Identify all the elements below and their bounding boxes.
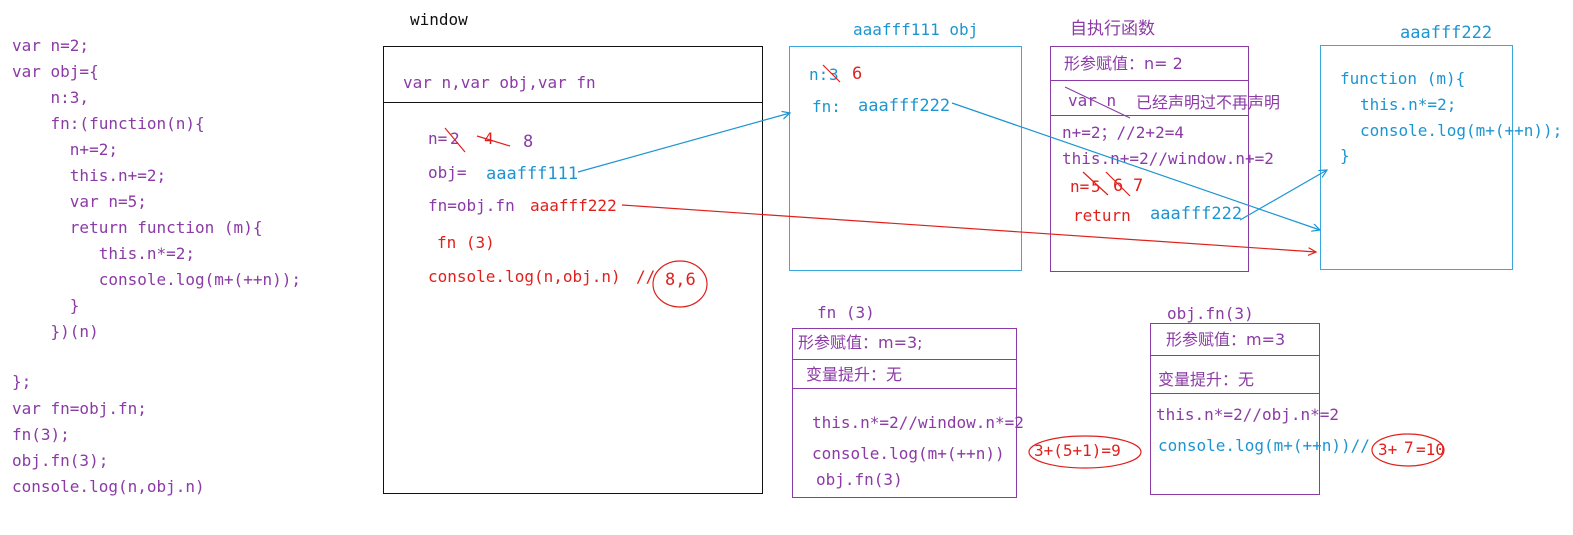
- code-line: n:3,: [12, 88, 90, 107]
- obj-n-label: n:: [809, 65, 829, 84]
- window-obj-label: obj=: [428, 163, 467, 182]
- fn3-line-1: this.n*=2//window.n*=2: [812, 413, 1024, 432]
- fn3-title: fn (3): [817, 303, 875, 322]
- objfn3-line-1: this.n*=2//obj.n*=2: [1156, 405, 1340, 424]
- objfn3-title: obj.fn(3): [1167, 304, 1254, 323]
- window-n-old-2: 2: [450, 129, 460, 148]
- code-line: var n=5;: [12, 192, 147, 211]
- strike-iife-var-n: [1064, 86, 1131, 119]
- objfn3-box: [1150, 323, 1320, 495]
- func-line-1: function (m){: [1340, 69, 1466, 88]
- result-circle-window: [652, 260, 708, 308]
- strike-window-n-2: [444, 127, 466, 153]
- func-line-3: console.log(m+(++n));: [1360, 121, 1563, 140]
- code-line: var obj={: [12, 62, 99, 81]
- obj-n-new: 6: [852, 64, 863, 84]
- code-line: fn(3);: [12, 425, 70, 444]
- code-line: return function (m){: [12, 218, 263, 237]
- iife-hoist: var n: [1068, 91, 1117, 110]
- obj-heap-title: aaafff111 obj: [853, 20, 979, 39]
- window-header-divider: [383, 102, 763, 103]
- objfn3-param: 形参赋值：m=3: [1166, 330, 1286, 349]
- arrow-fn-to-func: [621, 204, 1316, 252]
- obj-fn-value: aaafff222: [858, 96, 951, 116]
- iife-param: 形参赋值：n= 2: [1064, 54, 1183, 73]
- objfn3-divider-1: [1150, 355, 1320, 356]
- objfn3-result-end: =10: [1416, 440, 1445, 459]
- iife-hoist-note: 已经声明过不再声明: [1136, 93, 1281, 112]
- window-declarations: var n,var obj,var fn: [403, 73, 596, 92]
- func-line-2: this.n*=2;: [1360, 95, 1457, 114]
- iife-divider-2: [1050, 115, 1249, 116]
- window-console-log: console.log(n,obj.n): [428, 267, 621, 286]
- code-line: var n=2;: [12, 36, 90, 55]
- fn3-param: 形参赋值：m=3;: [798, 333, 923, 352]
- objfn3-line-2: console.log(m+(++n))//: [1158, 436, 1370, 455]
- func-line-4: }: [1340, 146, 1350, 165]
- objfn3-result-mid: 7: [1404, 438, 1414, 457]
- iife-divider-1: [1050, 80, 1249, 81]
- code-line: this.n+=2;: [12, 166, 167, 185]
- func-heap-box: [1320, 45, 1513, 270]
- iife-n-5: 5: [1091, 177, 1101, 196]
- result-circle-objfn3: [1371, 433, 1445, 467]
- window-scope-box: [383, 46, 763, 494]
- code-line: obj.fn(3);: [12, 451, 109, 470]
- window-n-final: 8: [523, 132, 534, 152]
- objfn3-divider-2: [1150, 393, 1320, 394]
- func-heap-title: aaafff222: [1400, 23, 1493, 43]
- window-obj-value: aaafff111: [486, 164, 579, 184]
- fn3-result: 3+(5+1)=9: [1034, 441, 1121, 460]
- code-line: })(n): [12, 322, 99, 341]
- window-n-label: n=: [428, 129, 448, 148]
- window-fn-call: fn (3): [437, 233, 495, 252]
- window-fn-value: aaafff222: [530, 196, 617, 215]
- window-result: 8,6: [665, 270, 696, 290]
- objfn3-result-prefix: 3+: [1378, 440, 1398, 459]
- code-line: fn:(function(n){: [12, 114, 205, 133]
- code-line: this.n*=2;: [12, 244, 196, 263]
- iife-n-prefix: n=: [1070, 177, 1090, 196]
- fn3-box: [792, 328, 1017, 498]
- code-line: }: [12, 296, 80, 315]
- window-title: window: [410, 10, 468, 29]
- arrow-return-to-func: [1239, 170, 1327, 221]
- window-comment: //: [636, 267, 656, 286]
- iife-box: [1050, 46, 1249, 272]
- iife-line-1: n+=2；//2+2=4: [1062, 123, 1184, 142]
- fn3-divider-1: [792, 359, 1017, 360]
- fn3-hoist: 变量提升：无: [806, 365, 903, 384]
- strike-iife-n-5: [1082, 171, 1109, 196]
- result-circle-fn3: [1028, 435, 1142, 469]
- code-line: console.log(m+(++n));: [12, 270, 301, 289]
- strike-window-n-4: [476, 135, 511, 147]
- code-line: console.log(n,obj.n): [12, 477, 205, 496]
- window-n-old-4: 4: [484, 129, 494, 148]
- iife-line-2: this.n+=2//window.n+=2: [1062, 149, 1274, 168]
- iife-n-6: 6: [1113, 176, 1124, 196]
- fn3-line-3: obj.fn(3): [816, 470, 903, 489]
- fn3-line-2: console.log(m+(++n)): [812, 444, 1005, 463]
- objfn3-hoist: 变量提升：无: [1158, 370, 1255, 389]
- fn3-divider-2: [792, 388, 1017, 389]
- iife-return-value: aaafff222: [1150, 204, 1243, 224]
- iife-return-label: return: [1073, 206, 1131, 225]
- arrow-obj-to-heap: [577, 113, 790, 173]
- strike-obj-n-3: [822, 64, 841, 83]
- code-line: n+=2;: [12, 140, 118, 159]
- window-fn-label: fn=obj.fn: [428, 196, 515, 215]
- iife-title: 自执行函数: [1070, 19, 1155, 39]
- obj-n-old: 3: [829, 65, 839, 84]
- strike-iife-n-6: [1105, 171, 1131, 197]
- iife-n-7: 7: [1133, 176, 1144, 196]
- code-line: };: [12, 372, 32, 391]
- obj-fn-label: fn:: [812, 97, 841, 116]
- arrow-objfn-to-func: [951, 102, 1320, 230]
- obj-heap-box: [789, 46, 1022, 271]
- code-line: var fn=obj.fn;: [12, 399, 147, 418]
